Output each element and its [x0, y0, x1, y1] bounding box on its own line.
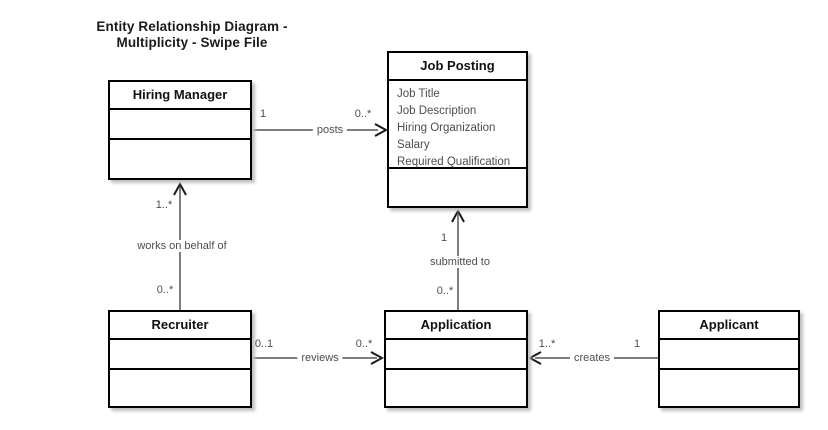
- entity-applicant-attributes-compartment: [660, 340, 798, 370]
- works-source-multiplicity: 0..*: [156, 284, 174, 296]
- entity-applicant-title: Applicant: [660, 312, 798, 340]
- posts-relationship-label: posts: [312, 124, 348, 136]
- entity-recruiter-attributes-compartment: [110, 340, 250, 370]
- posts-target-multiplicity: 0..*: [354, 108, 372, 120]
- diagram-title: Entity Relationship Diagram - Multiplici…: [72, 19, 312, 51]
- submitted-target-multiplicity: 1: [440, 232, 448, 244]
- entity-hiring-manager-title: Hiring Manager: [110, 82, 250, 110]
- submitted-source-multiplicity: 0..*: [436, 285, 454, 297]
- attribute: Hiring Organization: [397, 122, 496, 134]
- reviews-source-multiplicity: 0..1: [254, 338, 274, 350]
- entity-applicant: Applicant: [658, 310, 800, 408]
- posts-source-multiplicity: 1: [259, 108, 267, 120]
- connector-submitted-arrowhead: [451, 208, 465, 223]
- submitted-relationship-label: submitted to: [426, 256, 494, 268]
- reviews-relationship-label: reviews: [297, 352, 343, 364]
- reviews-target-multiplicity: 0..*: [355, 338, 373, 350]
- entity-application: Application: [384, 310, 528, 408]
- entity-recruiter: Recruiter: [108, 310, 252, 408]
- attribute: Job Description: [397, 105, 477, 117]
- connector-reviews-arrowhead: [370, 351, 385, 365]
- entity-application-operations-compartment: [386, 370, 526, 406]
- entity-recruiter-title: Recruiter: [110, 312, 250, 340]
- connector-creates-arrowhead: [527, 351, 542, 365]
- entity-job-posting-operations-compartment: [389, 169, 526, 206]
- entity-application-title: Application: [386, 312, 526, 340]
- entity-hiring-manager-attributes-compartment: [110, 110, 250, 140]
- connector-posts-arrowhead: [374, 123, 389, 137]
- works-relationship-label: works on behalf of: [133, 240, 231, 252]
- entity-application-attributes-compartment: [386, 340, 526, 370]
- entity-applicant-operations-compartment: [660, 370, 798, 406]
- creates-target-multiplicity: 1..*: [538, 338, 556, 350]
- entity-recruiter-operations-compartment: [110, 370, 250, 406]
- creates-source-multiplicity: 1: [633, 338, 641, 350]
- diagram-title-line1: Entity Relationship Diagram -: [96, 19, 288, 34]
- attribute: Job Title: [397, 88, 440, 100]
- works-target-multiplicity: 1..*: [155, 199, 173, 211]
- entity-job-posting-title: Job Posting: [389, 53, 526, 81]
- entity-job-posting-attributes-compartment: Job Title Job Description Hiring Organiz…: [389, 81, 526, 169]
- attribute: Required Qualification: [397, 156, 511, 168]
- entity-hiring-manager-operations-compartment: [110, 140, 250, 178]
- entity-job-posting: Job Posting Job Title Job Description Hi…: [387, 51, 528, 208]
- attribute: Salary: [397, 139, 430, 151]
- connector-works-arrowhead: [173, 181, 187, 196]
- creates-relationship-label: creates: [569, 352, 615, 364]
- diagram-title-line2: Multiplicity - Swipe File: [116, 35, 268, 50]
- entity-hiring-manager: Hiring Manager: [108, 80, 252, 180]
